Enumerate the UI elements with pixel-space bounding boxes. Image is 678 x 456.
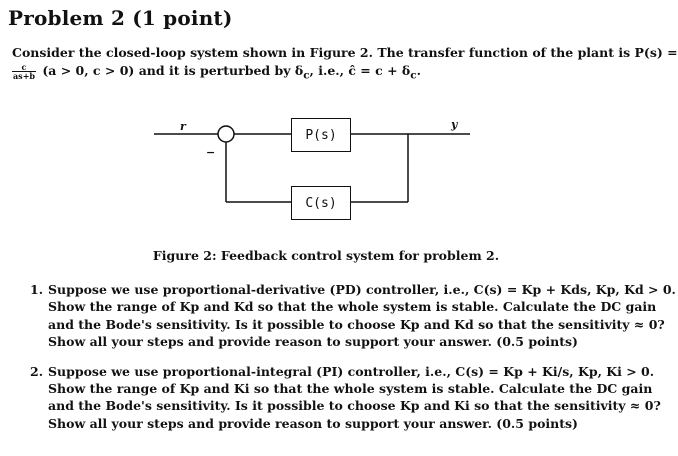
diagram-wires [154, 125, 470, 203]
question-item: 1. Suppose we use proportional-derivativ… [30, 281, 676, 351]
feedback-block-diagram: r y − P(s) C(s) [148, 118, 488, 228]
output-label: y [451, 118, 458, 131]
question-line: and the Bode's sensitivity. Is it possib… [48, 398, 661, 414]
question-number: 1. [30, 282, 44, 297]
delta-subscript-2: c [410, 69, 417, 82]
plant-fraction: c as+b [12, 63, 36, 80]
summing-junction [217, 125, 235, 143]
question-number: 2. [30, 363, 44, 379]
question-list: 1. Suppose we use proportional-derivativ… [30, 281, 676, 444]
controller-block: C(s) [291, 186, 351, 220]
question-line: Show all your steps and provide reason t… [48, 415, 578, 431]
question-line: Suppose we use proportional-derivative (… [48, 282, 676, 297]
problem-intro: Consider the closed-loop system shown in… [12, 44, 678, 85]
controller-label: C(s) [305, 195, 337, 211]
intro-period: . [416, 63, 421, 78]
question-line: and the Bode's sensitivity. Is it possib… [48, 316, 665, 332]
intro-perturbation: , i.e., ĉ = c + δ [309, 63, 411, 78]
plant-label: P(s) [305, 127, 337, 143]
fraction-denominator: as+b [13, 71, 35, 81]
question-line: Show the range of Kp and Ki so that the … [48, 381, 653, 397]
question-line: Show all your steps and provide reason t… [48, 334, 578, 350]
question-line: Show the range of Kp and Kd so that the … [48, 299, 657, 315]
intro-line-2: c as+b (a > 0, c > 0) and it is perturbe… [12, 62, 640, 85]
intro-conditions: (a > 0, c > 0) and it is perturbed by δ [42, 63, 304, 78]
question-item: 2. Suppose we use proportional-integral … [30, 363, 661, 433]
minus-sign: − [206, 146, 216, 159]
problem-title: Problem 2 (1 point) [8, 6, 233, 30]
question-line: Suppose we use proportional-integral (PI… [48, 363, 655, 379]
plant-block: P(s) [291, 118, 351, 152]
fraction-numerator: c [12, 63, 36, 72]
intro-line-1: Consider the closed-loop system shown in… [12, 44, 678, 62]
figure-caption: Figure 2: Feedback control system for pr… [152, 248, 500, 263]
problem-page: Problem 2 (1 point) Consider the closed-… [8, 6, 678, 444]
delta-subscript: c [303, 69, 310, 82]
intro-line-1-text: Consider the closed-loop system shown in… [12, 45, 678, 60]
input-label: r [180, 120, 186, 133]
